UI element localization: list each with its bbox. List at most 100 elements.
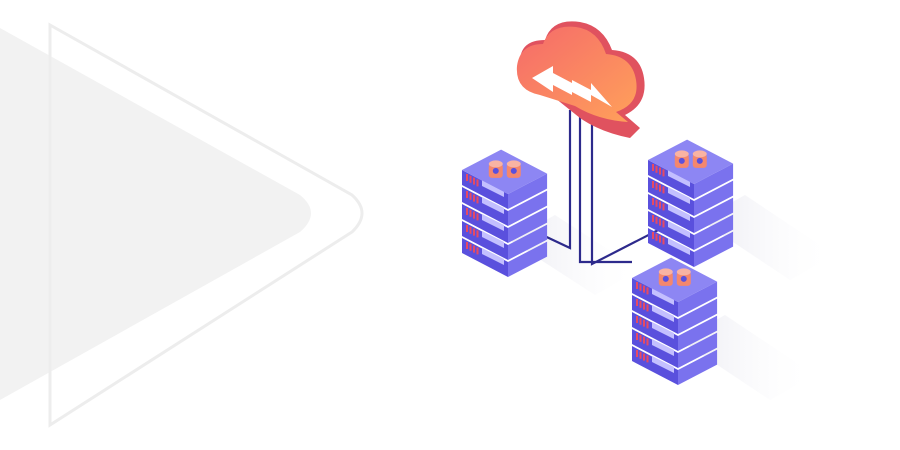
server-led <box>659 201 661 209</box>
server-led <box>639 351 642 359</box>
server-led <box>662 169 665 177</box>
server-led <box>639 283 642 291</box>
fan-top <box>488 160 503 168</box>
server-unit-side <box>678 349 718 385</box>
cable-left <box>535 110 572 250</box>
server-drive-slot <box>482 197 504 214</box>
bidirectional-arrow-icon <box>532 66 612 107</box>
server-rack-icon <box>632 257 718 385</box>
server-drive-slot <box>482 248 504 265</box>
cable-bottom <box>578 110 632 264</box>
server-rack-icon <box>648 139 734 267</box>
network-cables <box>535 110 669 266</box>
server-led <box>466 191 468 198</box>
fan-hub <box>680 275 687 282</box>
server-led <box>646 338 649 346</box>
server-led <box>655 199 658 207</box>
server-unit-side <box>678 298 718 334</box>
server-led <box>643 336 645 344</box>
server-led <box>643 302 645 310</box>
server-led <box>646 304 649 312</box>
server-led <box>473 228 475 236</box>
server-shadow-right <box>700 195 835 280</box>
server-led <box>652 164 654 171</box>
server-led <box>636 316 638 323</box>
server-drive-slot <box>652 288 674 305</box>
server-led <box>662 237 665 245</box>
fan-top <box>692 150 707 158</box>
server-led <box>652 181 654 188</box>
server-top <box>462 149 548 194</box>
server-drive-slot <box>652 339 674 356</box>
server-led <box>636 350 638 357</box>
fan-top <box>674 150 689 158</box>
server-led <box>476 196 479 204</box>
server-unit-side <box>508 173 548 209</box>
server-led <box>659 184 661 192</box>
server-led <box>646 321 649 329</box>
server-led <box>643 285 645 293</box>
server-led <box>469 192 472 200</box>
fan-top <box>506 160 521 168</box>
server-led <box>639 334 642 342</box>
fan-hub <box>678 157 685 164</box>
fan-hub <box>662 275 669 282</box>
server-led <box>476 213 479 221</box>
cable-right <box>590 110 669 266</box>
server-led <box>476 179 479 187</box>
server-led <box>469 226 472 234</box>
server-led <box>652 215 654 222</box>
background-chevron <box>0 22 364 428</box>
server-unit-side <box>694 163 734 199</box>
server-unit-side <box>694 180 734 216</box>
server-led <box>652 232 654 239</box>
server-led <box>469 243 472 251</box>
server-led <box>659 218 661 226</box>
arrow-left-icon <box>532 66 572 95</box>
server-led <box>636 282 638 289</box>
server-led <box>466 225 468 232</box>
server-led <box>662 203 665 211</box>
server-led <box>646 287 649 295</box>
server-unit-side <box>508 207 548 243</box>
cloud-body <box>516 26 637 122</box>
server-unit-side <box>678 332 718 368</box>
server-led <box>662 220 665 228</box>
server-drive-slot <box>652 356 674 373</box>
server-drive-slot <box>668 170 690 187</box>
server-drive-slot <box>482 214 504 231</box>
server-drive-slot <box>668 204 690 221</box>
server-led <box>473 245 475 253</box>
server-rack-icon <box>462 149 548 277</box>
server-led <box>655 216 658 224</box>
fan-top <box>676 268 691 276</box>
server-led <box>639 317 642 325</box>
server-led <box>473 211 475 219</box>
fan-hub <box>510 167 517 174</box>
server-unit-side <box>508 241 548 277</box>
server-led <box>643 319 645 327</box>
server-unit-side <box>694 214 734 250</box>
server-led <box>659 235 661 243</box>
server-led <box>662 186 665 194</box>
server-led <box>636 299 638 306</box>
fan-hub <box>696 157 703 164</box>
server-unit-side <box>678 281 718 317</box>
server-unit-side <box>694 197 734 233</box>
server-led <box>655 165 658 173</box>
server-led <box>655 182 658 190</box>
server-unit-side <box>508 190 548 226</box>
server-unit-side <box>678 315 718 351</box>
server-top <box>632 257 718 302</box>
cloud-sync-icon <box>516 21 645 139</box>
server-led <box>655 233 658 241</box>
server-led <box>466 174 468 181</box>
server-led <box>466 208 468 215</box>
server-drive-slot <box>668 238 690 255</box>
server-drive-slot <box>482 231 504 248</box>
server-led <box>473 194 475 202</box>
server-led <box>473 177 475 185</box>
server-unit-side <box>694 231 734 267</box>
server-drive-slot <box>668 221 690 238</box>
